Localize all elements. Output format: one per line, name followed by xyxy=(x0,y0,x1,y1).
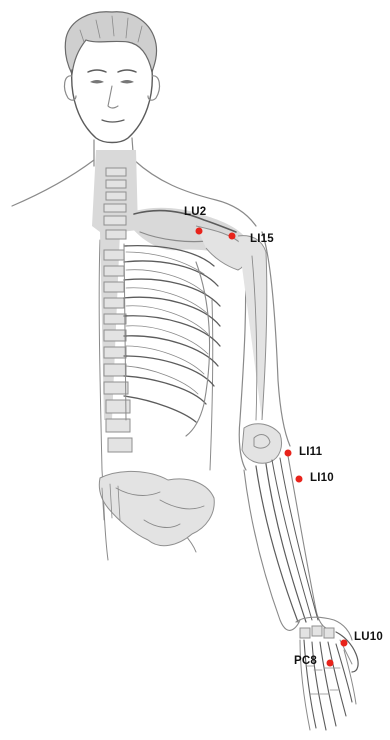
label-lu10: LU10 xyxy=(354,632,383,644)
label-pc8: PC8 xyxy=(294,656,317,668)
point-li11 xyxy=(285,450,292,457)
point-li10 xyxy=(296,476,303,483)
pelvis xyxy=(99,471,214,545)
point-lu2 xyxy=(196,228,203,235)
head-drawing xyxy=(65,12,160,166)
point-li15 xyxy=(229,233,236,240)
label-li15: LI15 xyxy=(250,234,274,246)
point-pc8 xyxy=(327,660,334,667)
ribcage xyxy=(124,244,220,436)
upper-arm xyxy=(238,232,290,470)
hand xyxy=(296,617,358,730)
point-lu10 xyxy=(341,640,348,647)
label-lu2: LU2 xyxy=(184,207,206,219)
label-li11: LI11 xyxy=(299,447,322,459)
label-li10: LI10 xyxy=(310,473,334,485)
